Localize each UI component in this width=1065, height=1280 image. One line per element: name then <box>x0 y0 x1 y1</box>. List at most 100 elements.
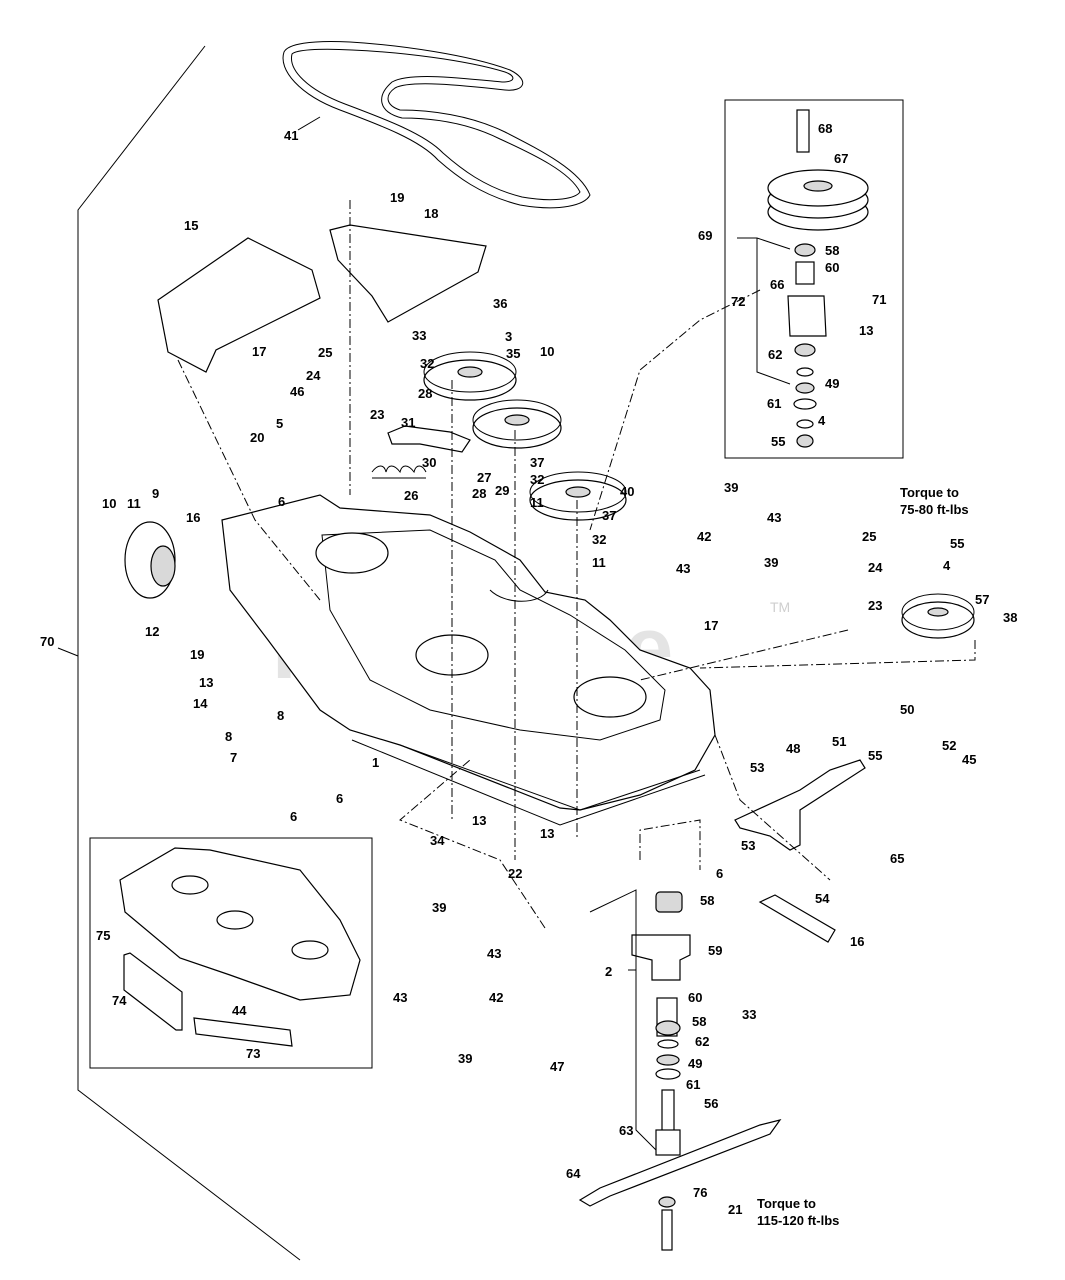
callout-label: 67 <box>834 151 848 166</box>
callout-label: 49 <box>688 1056 702 1071</box>
callout-label: 13 <box>199 675 213 690</box>
bracket-69 <box>737 237 791 250</box>
callout-label: 66 <box>770 277 784 292</box>
callout-label: 29 <box>495 483 509 498</box>
callout-label: 32 <box>592 532 606 547</box>
callout-label: 37 <box>602 508 616 523</box>
callout-label: 46 <box>290 384 304 399</box>
assembly-bracket-70 <box>77 45 301 1261</box>
callout-label: 6 <box>290 809 297 824</box>
callout-label: 4 <box>943 558 951 573</box>
idler-pulley-57 <box>901 593 975 639</box>
callout-label: 70 <box>40 634 54 649</box>
callout-label: 9 <box>152 486 159 501</box>
callout-label: 57 <box>975 592 989 607</box>
blade-64 <box>578 1119 782 1207</box>
callout-label: 22 <box>508 866 522 881</box>
callout-label: 71 <box>872 292 886 307</box>
torque-note-blade-line2: 115-120 ft-lbs <box>757 1213 839 1228</box>
callout-label: 23 <box>370 407 384 422</box>
bracket-47 <box>589 889 657 1151</box>
callout-label: 43 <box>767 510 781 525</box>
baffle-inset-deck <box>119 847 361 1047</box>
callout-label: 56 <box>704 1096 718 1111</box>
callout-label: 11 <box>127 496 141 511</box>
callout-label: 53 <box>750 760 764 775</box>
blade-bolt-21 <box>661 1209 673 1251</box>
callout-label: 69 <box>698 228 712 243</box>
callout-label: 28 <box>418 386 432 401</box>
callout-label: 13 <box>472 813 486 828</box>
callout-label: 40 <box>620 484 634 499</box>
callout-label: 73 <box>246 1046 260 1061</box>
callout-label: 10 <box>540 344 554 359</box>
callout-label: 75 <box>96 928 110 943</box>
callout-label: 25 <box>862 529 876 544</box>
callout-label: 42 <box>697 529 711 544</box>
spindle-exploded-2 <box>631 891 691 1156</box>
callout-label: 24 <box>868 560 883 575</box>
callout-label: 60 <box>688 990 702 1005</box>
callout-label: 64 <box>566 1166 581 1181</box>
callout-label: 18 <box>424 206 438 221</box>
rod-54 <box>758 894 836 943</box>
callout-label: 6 <box>336 791 343 806</box>
callout-label: 16 <box>850 934 864 949</box>
callout-label: 62 <box>768 347 782 362</box>
callout-label: 17 <box>252 344 266 359</box>
callout-label: 17 <box>704 618 718 633</box>
torque-note-blade-line1: Torque to <box>757 1196 816 1211</box>
callout-label: 62 <box>695 1034 709 1049</box>
spindle-inset-box <box>724 99 904 459</box>
callout-label: 35 <box>506 346 520 361</box>
callout-label: 23 <box>868 598 882 613</box>
callout-label: 55 <box>771 434 785 449</box>
callout-label: 72 <box>731 294 745 309</box>
callout-label: 63 <box>619 1123 633 1138</box>
callout-label: 47 <box>550 1059 564 1074</box>
callout-label: 33 <box>742 1007 756 1022</box>
washer-76 <box>658 1196 676 1208</box>
callout-label: 28 <box>472 486 486 501</box>
callout-label: 13 <box>859 323 873 338</box>
spindle-assembly-inset <box>767 109 869 448</box>
callout-label: 8 <box>277 708 284 723</box>
callout-label: 39 <box>724 480 738 495</box>
callout-label: 15 <box>184 218 198 233</box>
callout-label: 19 <box>190 647 204 662</box>
bracket-72 <box>756 238 791 385</box>
callout-label: 39 <box>764 555 778 570</box>
callout-label: 60 <box>825 260 839 275</box>
callout-label: 74 <box>112 993 127 1008</box>
leader-41 <box>297 116 321 131</box>
callout-label: 39 <box>432 900 446 915</box>
callout-label: 45 <box>962 752 976 767</box>
callout-label: 31 <box>401 415 415 430</box>
callout-label: 4 <box>818 413 826 428</box>
callout-label: 58 <box>825 243 839 258</box>
callout-label: 48 <box>786 741 800 756</box>
callout-label: 7 <box>230 750 237 765</box>
callout-label: 21 <box>728 1202 742 1217</box>
callout-label: 16 <box>186 510 200 525</box>
spindle-pulley-35a <box>423 351 517 401</box>
callout-label: 38 <box>1003 610 1017 625</box>
callout-label: 33 <box>412 328 426 343</box>
callout-label: 6 <box>278 494 285 509</box>
callout-label: 49 <box>825 376 839 391</box>
torque-note-pulley-line1: Torque to <box>900 485 959 500</box>
callout-label: 43 <box>487 946 501 961</box>
callout-label: 2 <box>605 964 612 979</box>
callout-label: 55 <box>868 748 882 763</box>
callout-label: 53 <box>741 838 755 853</box>
callout-label: 55 <box>950 536 964 551</box>
callout-label: 41 <box>284 128 298 143</box>
callout-label: 42 <box>489 990 503 1005</box>
callout-label: 5 <box>276 416 283 431</box>
caster-wheel-hub <box>150 545 176 587</box>
assembly-lines <box>177 200 976 929</box>
idler-arm-27 <box>387 425 471 453</box>
arm-48 <box>734 759 866 851</box>
callout-label: 20 <box>250 430 264 445</box>
spindle-pulley-40 <box>529 471 627 521</box>
